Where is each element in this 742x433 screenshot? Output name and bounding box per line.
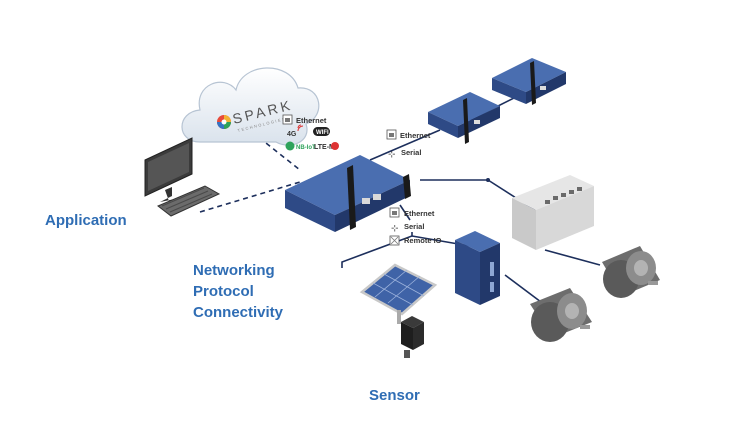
gateway-device-1-icon (428, 92, 500, 144)
io-module-icon (512, 175, 594, 250)
upper-serial-tag: Serial (401, 148, 421, 157)
router-to-gateway-line (369, 129, 441, 161)
networking-label: Networking (193, 262, 275, 279)
solar-panel-icon (359, 263, 438, 324)
lower-remote-io-tag: Remote IO (404, 236, 442, 245)
bus-junction-icon (486, 178, 490, 182)
cloud-lte-tag: LTE-M (314, 144, 335, 151)
main-router-icon (285, 155, 411, 232)
cloud-icon: SPARK TECHNOLOGIES (181, 67, 320, 146)
upper-protocols: Ethernet ⊹ Serial (386, 129, 431, 160)
connectivity-label: Connectivity (193, 304, 284, 321)
cloud-nbiot-tag: NB-IoT (296, 145, 316, 151)
cloud-wifi-tag: WIFI (316, 130, 329, 136)
router-antenna-icon (347, 165, 356, 230)
cloud-ethernet-tag: Ethernet (296, 116, 327, 125)
cloud-protocols: Ethernet 4G WIFI NB-IoT LTE-M (282, 114, 339, 151)
lower-protocols: Ethernet ⊹ Serial Remote IO (389, 207, 442, 246)
cloud-4g-tag: 4G (287, 131, 297, 138)
sensor-bus-line (341, 232, 413, 268)
lower-ethernet-tag: Ethernet (404, 209, 435, 218)
computer-icon (144, 137, 221, 217)
sensor-device-icon (401, 316, 424, 358)
wifi-badge-icon (313, 127, 330, 136)
protocol-label: Protocol (193, 283, 254, 300)
router-down-line (399, 204, 411, 221)
4g-signal-icon (297, 124, 304, 132)
dcbox-to-motor2-line (504, 274, 546, 306)
motor-1-icon (602, 246, 660, 298)
serial-icon: ⊹ (388, 150, 396, 160)
gateway-device-2-icon (492, 58, 566, 105)
dc-enclosure-icon (455, 231, 500, 305)
nbiot-icon (285, 141, 295, 151)
lower-serial-tag: Serial (404, 222, 424, 231)
serial-icon: ⊹ (391, 224, 399, 234)
io-to-motor1-line (544, 249, 601, 266)
lte-icon (331, 142, 339, 150)
spark-logo-icon (217, 115, 231, 129)
sensor-label: Sensor (369, 387, 420, 404)
application-label: Application (45, 212, 127, 229)
keyboard-icon (157, 185, 221, 217)
upper-ethernet-tag: Ethernet (400, 131, 431, 140)
motor-2-icon (530, 288, 592, 342)
